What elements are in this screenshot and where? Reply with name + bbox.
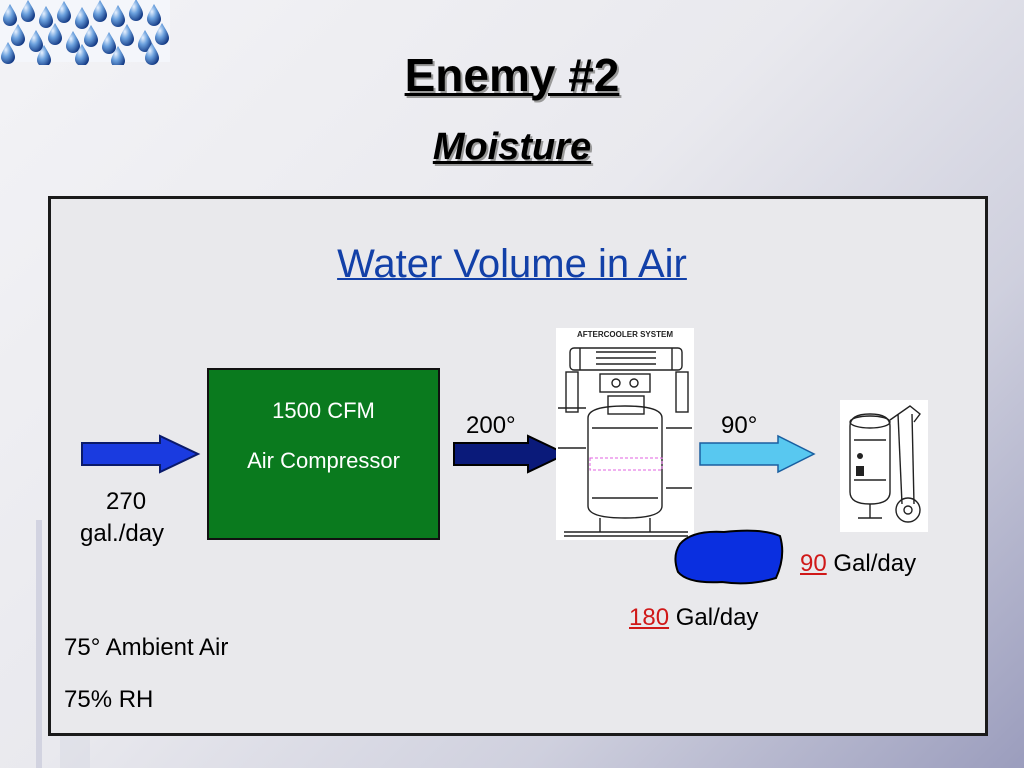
slide-title: Enemy #2 (404, 49, 620, 101)
compressed-air-arrow (453, 434, 569, 474)
ambient-temperature: 75° Ambient Air (64, 634, 229, 661)
relative-humidity: 75% RH (64, 686, 154, 713)
aftercooler-label: AFTERCOOLER SYSTEM (577, 330, 673, 339)
cooled-air-arrow (699, 434, 816, 474)
blast-pot-image (840, 400, 928, 532)
outlet-unit: Gal/day (826, 550, 917, 577)
outlet-volume: 90 Gal/day (800, 550, 916, 578)
drain-unit: Gal/day (669, 604, 759, 631)
inlet-value: 270 (106, 488, 147, 515)
compressor-capacity: 1500 CFM (272, 398, 375, 423)
aftercooler-system-image: AFTERCOOLER SYSTEM (556, 328, 694, 540)
inlet-unit: gal./day (80, 520, 165, 547)
slide-subtitle: Moisture (432, 126, 592, 168)
water-drops-decoration (0, 0, 170, 65)
drain-volume: 180 Gal/day (629, 604, 758, 632)
drain-value: 180 (629, 604, 670, 631)
water-puddle (674, 529, 784, 585)
compressor-label: Air Compressor (247, 448, 400, 473)
temp-after-cooler: 90° (721, 412, 758, 439)
diagram-heading: Water Volume in Air (337, 242, 687, 286)
inlet-arrow (81, 434, 201, 474)
outlet-value: 90 (800, 550, 827, 577)
temp-after-compressor: 200° (466, 412, 516, 439)
air-compressor-box: 1500 CFM Air Compressor (207, 368, 440, 540)
